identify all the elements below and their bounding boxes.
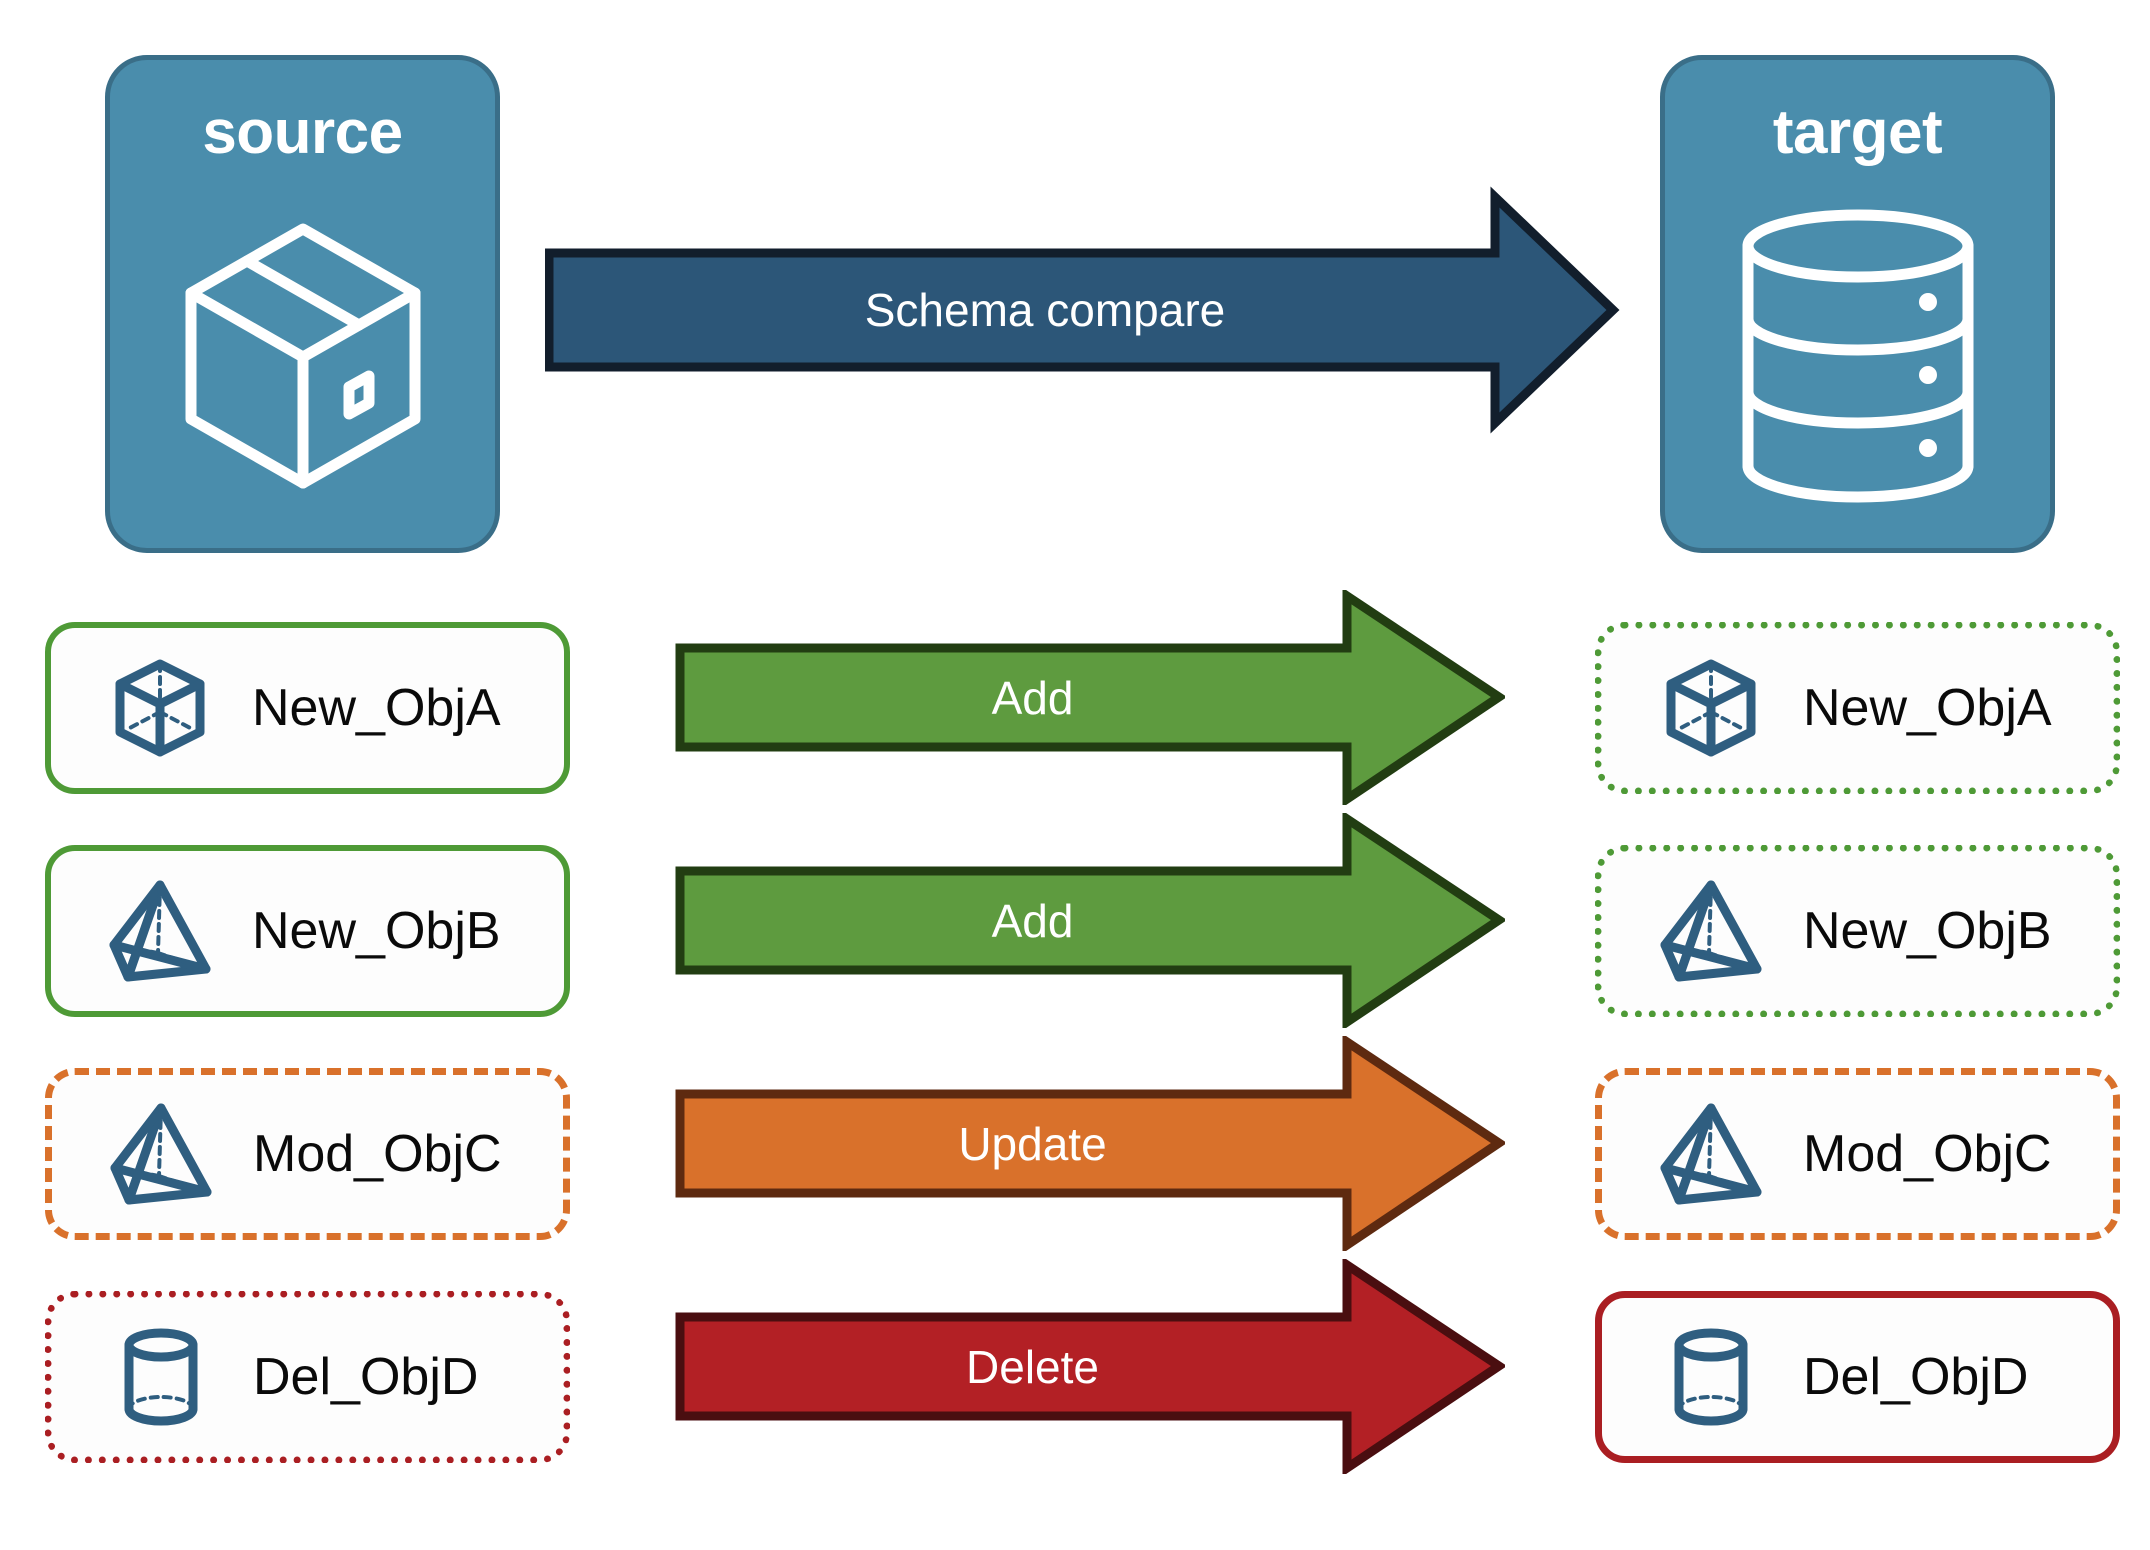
wireframe-pyramid-icon: [107, 1100, 215, 1208]
action-arrow-shape: [675, 1256, 1508, 1477]
wireframe-pyramid-icon: [1657, 877, 1765, 985]
source-object-label: Mod_ObjC: [253, 1125, 502, 1183]
action-arrow-shape: [675, 810, 1508, 1031]
target-object-box[interactable]: Mod_ObjC: [1595, 1068, 2120, 1240]
source-panel-title: source: [202, 98, 403, 167]
source-object-box[interactable]: Del_ObjD: [45, 1291, 570, 1463]
target-object-label: Mod_ObjC: [1803, 1125, 2052, 1183]
action-arrow-shape: [675, 587, 1508, 808]
compare-row: Mod_ObjC Update M: [0, 1033, 2150, 1261]
target-panel[interactable]: target: [1660, 55, 2055, 553]
source-object-label: New_ObjA: [252, 679, 501, 737]
target-panel-title: target: [1772, 98, 1943, 167]
source-object-label: New_ObjB: [252, 902, 501, 960]
source-object-label: Del_ObjD: [253, 1348, 479, 1406]
action-arrow-shape: [675, 1033, 1508, 1254]
target-object-label: Del_ObjD: [1803, 1348, 2029, 1406]
wireframe-cube-icon: [106, 654, 214, 762]
action-arrow-add[interactable]: Add: [675, 587, 1508, 808]
compare-row: Del_ObjD Delete Del_ObjD: [0, 1256, 2150, 1484]
action-arrow-delete[interactable]: Delete: [675, 1256, 1508, 1477]
target-object-label: New_ObjB: [1803, 902, 2052, 960]
compare-row: New_ObjB Add New_: [0, 810, 2150, 1038]
target-object-label: New_ObjA: [1803, 679, 2052, 737]
action-arrow-update[interactable]: Update: [675, 1033, 1508, 1254]
wireframe-pyramid-icon: [1657, 1100, 1765, 1208]
wireframe-cylinder-icon: [1657, 1323, 1765, 1431]
package-cube-icon: [110, 164, 495, 548]
target-object-box[interactable]: New_ObjB: [1595, 845, 2120, 1017]
target-object-box[interactable]: New_ObjA: [1595, 622, 2120, 794]
source-object-box[interactable]: Mod_ObjC: [45, 1068, 570, 1240]
compare-row: New_ObjA Add New_: [0, 587, 2150, 815]
database-cylinder-icon: [1665, 164, 2050, 548]
source-panel[interactable]: source: [105, 55, 500, 553]
wireframe-cube-icon: [1657, 654, 1765, 762]
schema-compare-arrow[interactable]: Schema compare: [544, 185, 1620, 435]
action-arrow-add[interactable]: Add: [675, 810, 1508, 1031]
wireframe-pyramid-icon: [106, 877, 214, 985]
source-object-box[interactable]: New_ObjB: [45, 845, 570, 1017]
source-object-box[interactable]: New_ObjA: [45, 622, 570, 794]
wireframe-cylinder-icon: [107, 1323, 215, 1431]
schema-compare-arrow-shape: [544, 186, 1620, 434]
target-object-box[interactable]: Del_ObjD: [1595, 1291, 2120, 1463]
